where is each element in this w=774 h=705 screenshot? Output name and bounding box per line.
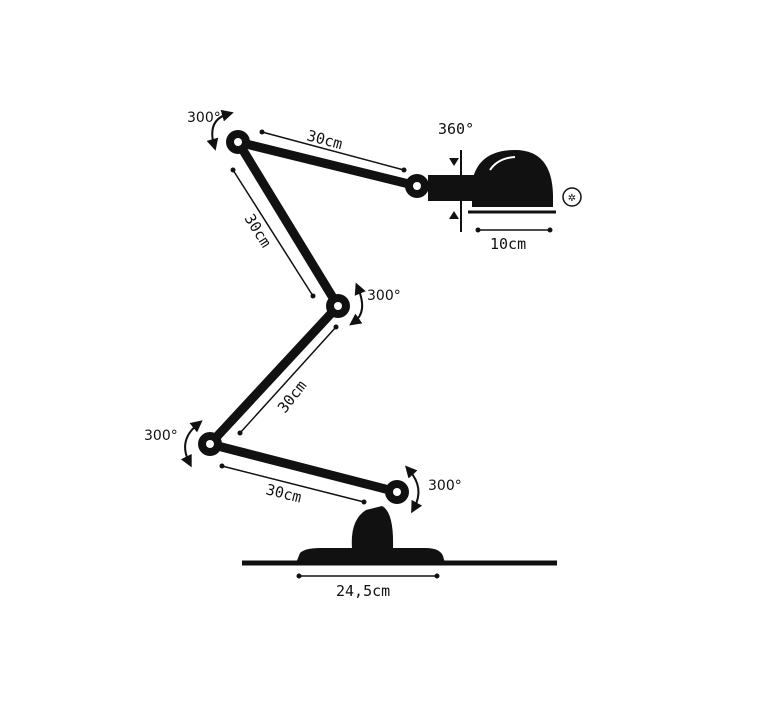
- joint-shade: [405, 174, 429, 198]
- arm-upper-top: [233, 137, 422, 191]
- top-joint-rotation-arrow: [206, 109, 234, 151]
- lamp-base: [296, 548, 445, 563]
- shade-rotation-arrow-top: [449, 158, 459, 166]
- middle-joint-rotation-arrow: [349, 282, 366, 326]
- dim-arm-upper-diag: [230, 167, 316, 299]
- shade-rotation-arrow-bottom: [449, 211, 459, 219]
- dim-arm-lower-diag: [237, 324, 339, 436]
- lamp-shade: [472, 150, 553, 207]
- dim-arm-upper-top: [259, 129, 407, 173]
- arm-bottom-label: 30cm: [264, 480, 303, 506]
- arm-lower-diag: [205, 301, 343, 449]
- top-joint-rotation-label: 300°: [187, 110, 221, 126]
- shade-neck: [428, 175, 474, 201]
- light-icon: ✲: [562, 187, 582, 207]
- lower-joint-rotation-arrow: [180, 420, 203, 468]
- base-joint-rotation-arrow: [405, 465, 423, 514]
- joint-lower: [198, 432, 222, 456]
- svg-text:✲: ✲: [568, 193, 576, 204]
- arm-upper-diag-label: 30cm: [241, 211, 275, 251]
- base-joint-rotation-label: 300°: [428, 478, 462, 494]
- dim-shade-width: [475, 227, 553, 233]
- middle-joint-rotation-label: 300°: [367, 288, 401, 304]
- joint-top: [226, 130, 250, 154]
- shade-rotation-label: 360°: [438, 120, 474, 138]
- shade-width-label: 10cm: [490, 235, 526, 253]
- dim-base-width: [296, 573, 440, 579]
- arm-upper-diag: [233, 137, 343, 311]
- lower-joint-rotation-label: 300°: [144, 428, 178, 444]
- joint-base: [385, 480, 409, 504]
- arm-bottom: [205, 439, 402, 497]
- joint-middle: [326, 294, 350, 318]
- shade-highlight: [489, 156, 516, 171]
- dim-arm-bottom: [219, 463, 367, 505]
- base-width-label: 24,5cm: [336, 582, 390, 600]
- arm-lower-diag-label: 30cm: [274, 377, 310, 417]
- base-stem: [351, 506, 394, 548]
